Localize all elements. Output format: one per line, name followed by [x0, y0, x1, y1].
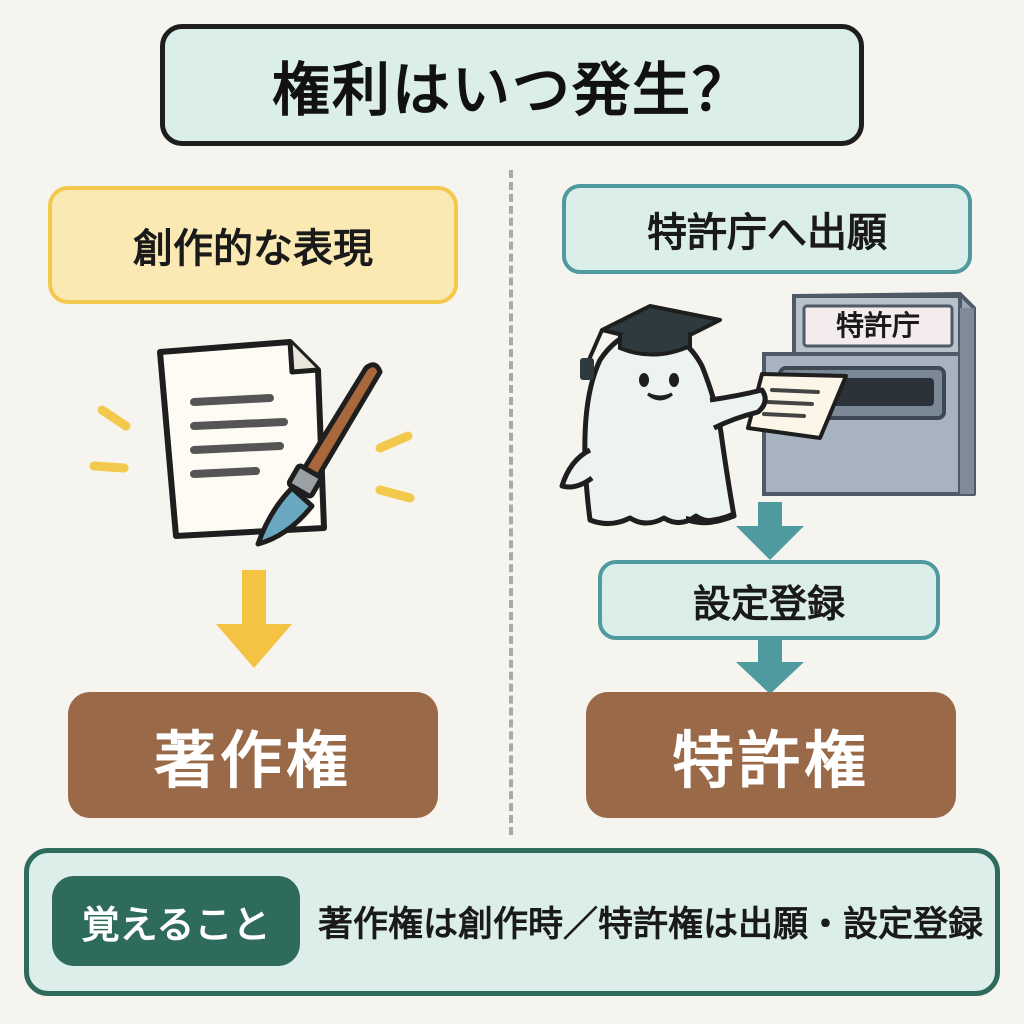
- memo-summary: 著作権は創作時／特許権は出願・設定登録: [318, 876, 990, 966]
- graduation-cap-icon: [580, 304, 722, 380]
- patent-office-illustration: 特許庁: [559, 292, 976, 526]
- document-paintbrush-illustration: [89, 339, 415, 547]
- arrow-down-icon: [736, 502, 804, 560]
- patent-application-text: 特許庁へ出願: [647, 210, 887, 256]
- arrow-down-icon: [216, 570, 292, 668]
- copyright-result-box: 著作権: [68, 692, 438, 818]
- office-sign-text: 特許庁: [836, 309, 920, 342]
- ghost-mascot-icon: [559, 327, 768, 526]
- registration-text: 設定登録: [692, 581, 845, 626]
- title-banner: 権利はいつ発生？: [160, 24, 864, 146]
- arrow-down-icon: [736, 640, 804, 694]
- sparkle-icon: [89, 405, 415, 503]
- mailbox-icon: 特許庁: [762, 292, 976, 496]
- memo-badge: 覚えること: [52, 876, 300, 966]
- paintbrush-icon: [255, 362, 383, 547]
- document-icon: [746, 372, 848, 440]
- patent-result-box: 特許権: [586, 692, 956, 818]
- copyright-result-text: 著作権: [153, 724, 352, 797]
- registration-label: 設定登録: [598, 560, 940, 640]
- page-title: 権利はいつ発生？: [271, 56, 752, 124]
- creative-expression-label: 創作的な表現: [48, 186, 458, 304]
- creative-expression-text: 創作的な表現: [133, 226, 373, 272]
- center-divider: [509, 170, 513, 835]
- memo-summary-text: 著作権は創作時／特許権は出願・設定登録: [318, 904, 984, 945]
- patent-application-label: 特許庁へ出願: [562, 184, 972, 274]
- patent-result-text: 特許権: [671, 724, 870, 797]
- memo-badge-text: 覚えること: [81, 902, 271, 947]
